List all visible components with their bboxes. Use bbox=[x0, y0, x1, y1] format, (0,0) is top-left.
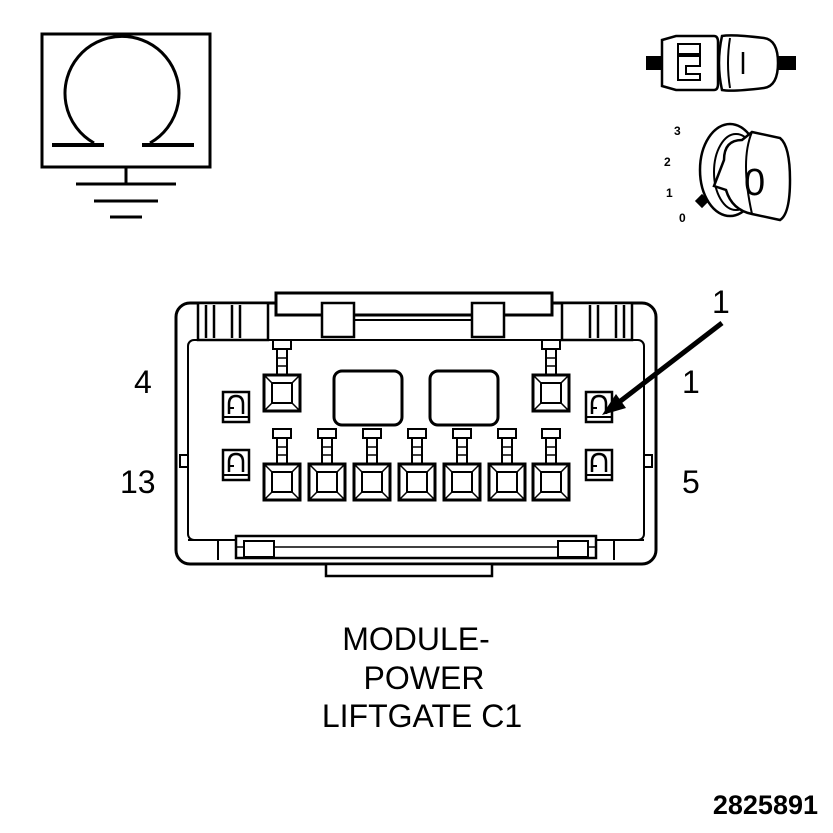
ignition-position-3: 3 bbox=[674, 124, 681, 138]
figure-number: 2825891 bbox=[713, 790, 818, 820]
ignition-position-2: 2 bbox=[664, 155, 671, 169]
connector-title-line-1: MODULE- bbox=[342, 621, 490, 657]
pin-label-5: 5 bbox=[682, 464, 700, 500]
pin-label-4: 4 bbox=[134, 364, 152, 400]
ohm-icon bbox=[40, 32, 212, 169]
pin-1-callout-arrow bbox=[602, 321, 724, 415]
disconnected-connector-icon bbox=[646, 34, 796, 92]
pin-label-13: 13 bbox=[120, 464, 156, 500]
key-position-label: 0 bbox=[744, 162, 765, 204]
ground-icon bbox=[76, 167, 176, 219]
connector-title-line-3: LIFTGATE C1 bbox=[322, 698, 522, 734]
ignition-position-1: 1 bbox=[666, 186, 673, 200]
ignition-position-0: 0 bbox=[679, 211, 686, 225]
callout-label: 1 bbox=[712, 284, 730, 320]
cavity-13 bbox=[221, 448, 251, 482]
cavity-5 bbox=[584, 448, 614, 482]
pin-label-1: 1 bbox=[682, 364, 700, 400]
ignition-key-icon: 3 2 1 0 0 bbox=[664, 122, 792, 225]
connector-title-line-2: POWER bbox=[364, 660, 485, 696]
cavity-4 bbox=[221, 390, 251, 424]
